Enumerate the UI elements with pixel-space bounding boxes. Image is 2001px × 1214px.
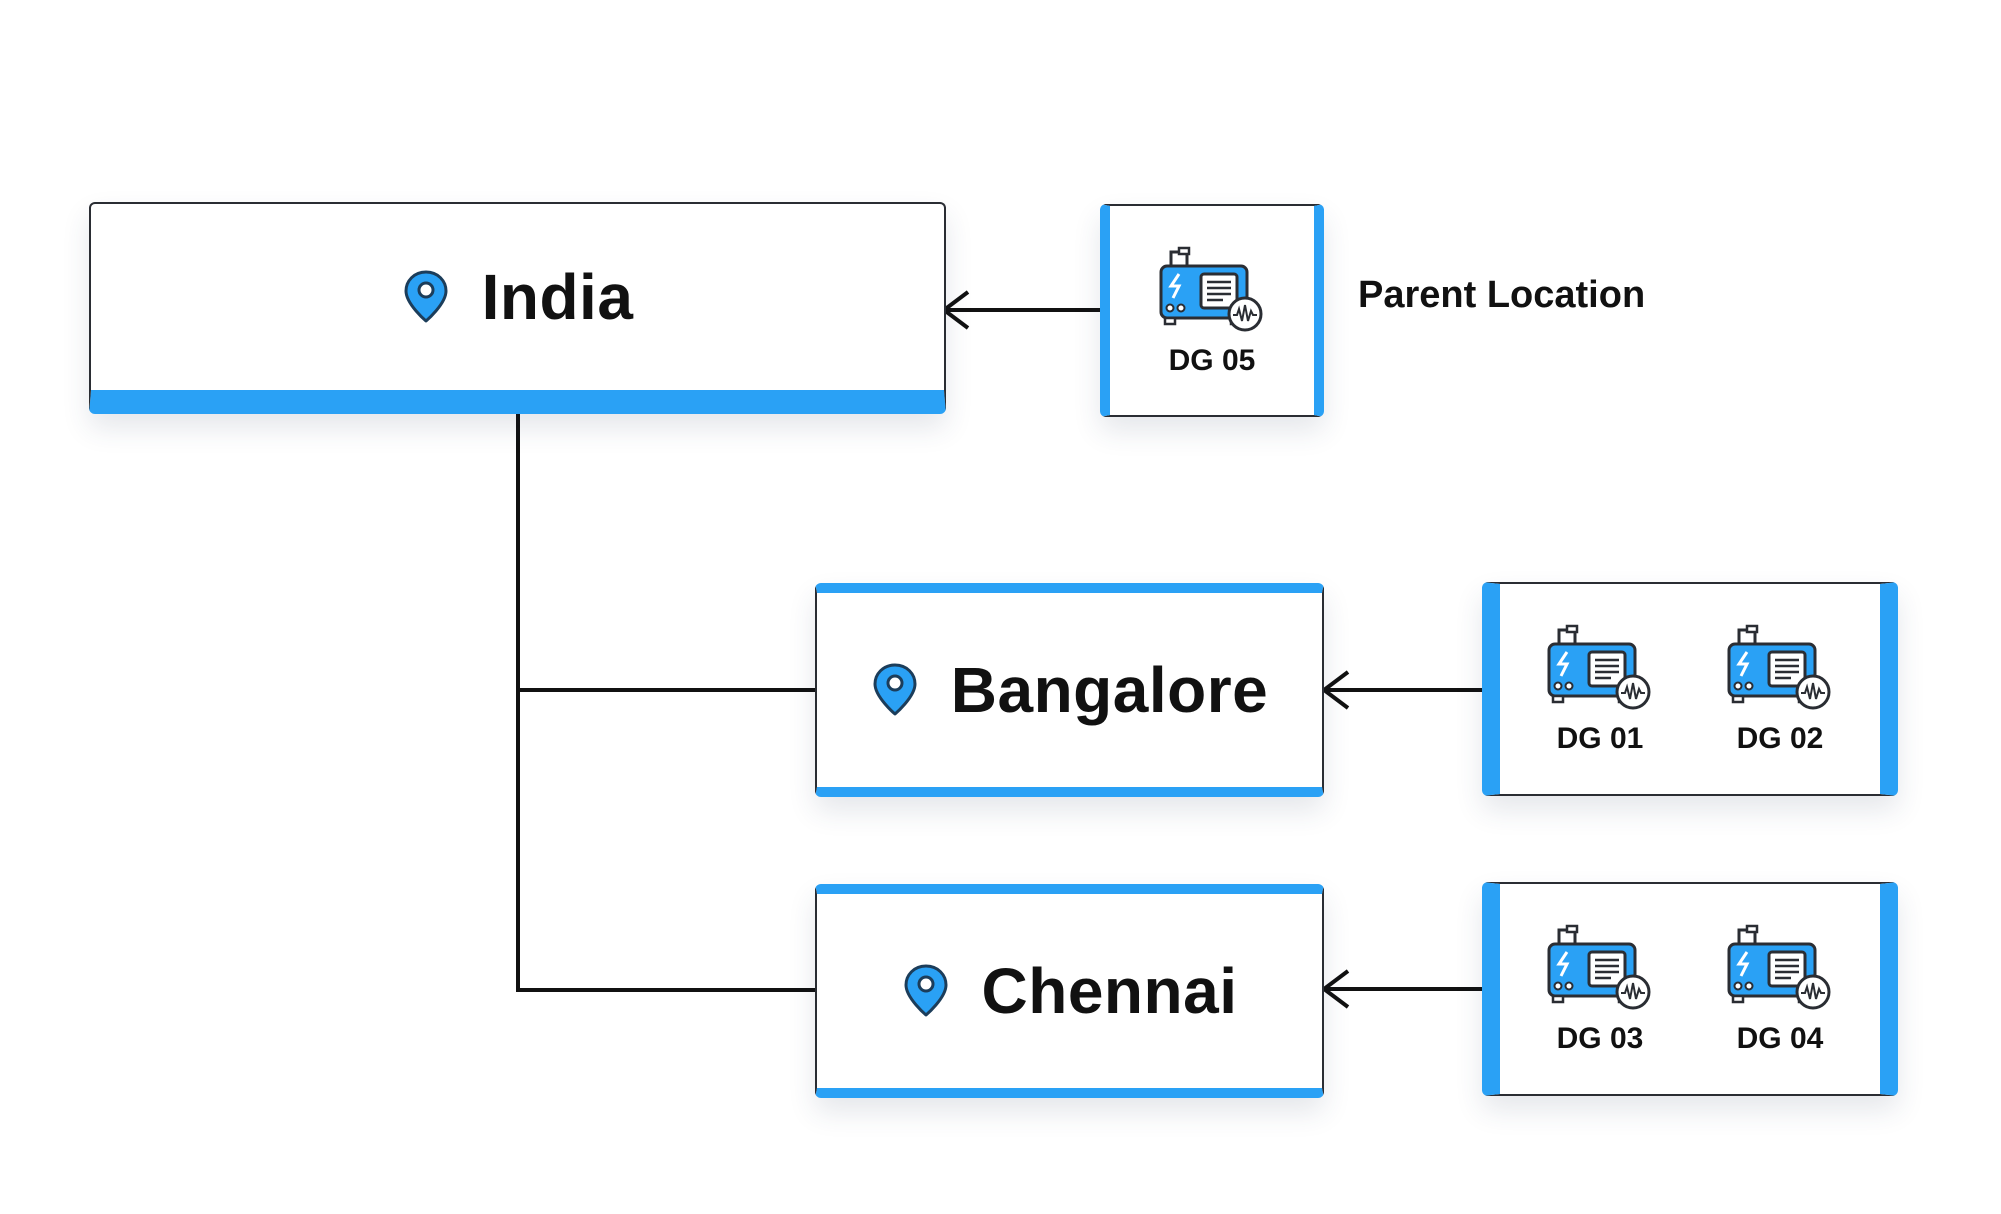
asset-item[interactable]: DG 03 [1545, 922, 1655, 1056]
asset-box-chennai[interactable]: DG 03 DG 04 [1482, 882, 1898, 1096]
location-node-bangalore[interactable]: Bangalore [815, 583, 1324, 797]
map-pin-icon [402, 269, 450, 325]
location-node-india[interactable]: India [89, 202, 946, 414]
asset-item[interactable]: DG 02 [1725, 622, 1835, 756]
location-name: Bangalore [950, 654, 1269, 726]
asset-label: DG 03 [1556, 1022, 1644, 1055]
asset-label: DG 04 [1736, 1022, 1824, 1055]
arrowhead-chennai [1320, 969, 1350, 1009]
asset-item[interactable]: DG 04 [1725, 922, 1835, 1056]
location-name: India [481, 261, 634, 333]
diesel-generator-icon [1157, 244, 1267, 334]
diesel-generator-icon [1725, 922, 1835, 1012]
asset-label: DG 02 [1736, 722, 1824, 755]
asset-box-bangalore[interactable]: DG 01 DG 02 [1482, 582, 1898, 796]
arrowhead-bangalore [1320, 670, 1350, 710]
diesel-generator-icon [1545, 922, 1655, 1012]
map-pin-icon [902, 963, 950, 1019]
asset-box-india[interactable]: DG 05 [1100, 204, 1324, 417]
location-node-chennai[interactable]: Chennai [815, 884, 1324, 1098]
location-name: Chennai [981, 955, 1238, 1027]
asset-label: DG 01 [1556, 722, 1644, 755]
diesel-generator-icon [1545, 622, 1655, 712]
asset-label: DG 05 [1168, 343, 1256, 377]
map-pin-icon [871, 662, 919, 718]
diesel-generator-icon [1725, 622, 1835, 712]
asset-item[interactable]: DG 05 [1157, 244, 1267, 378]
parent-location-label: Parent Location [1358, 274, 1646, 316]
asset-item[interactable]: DG 01 [1545, 622, 1655, 756]
